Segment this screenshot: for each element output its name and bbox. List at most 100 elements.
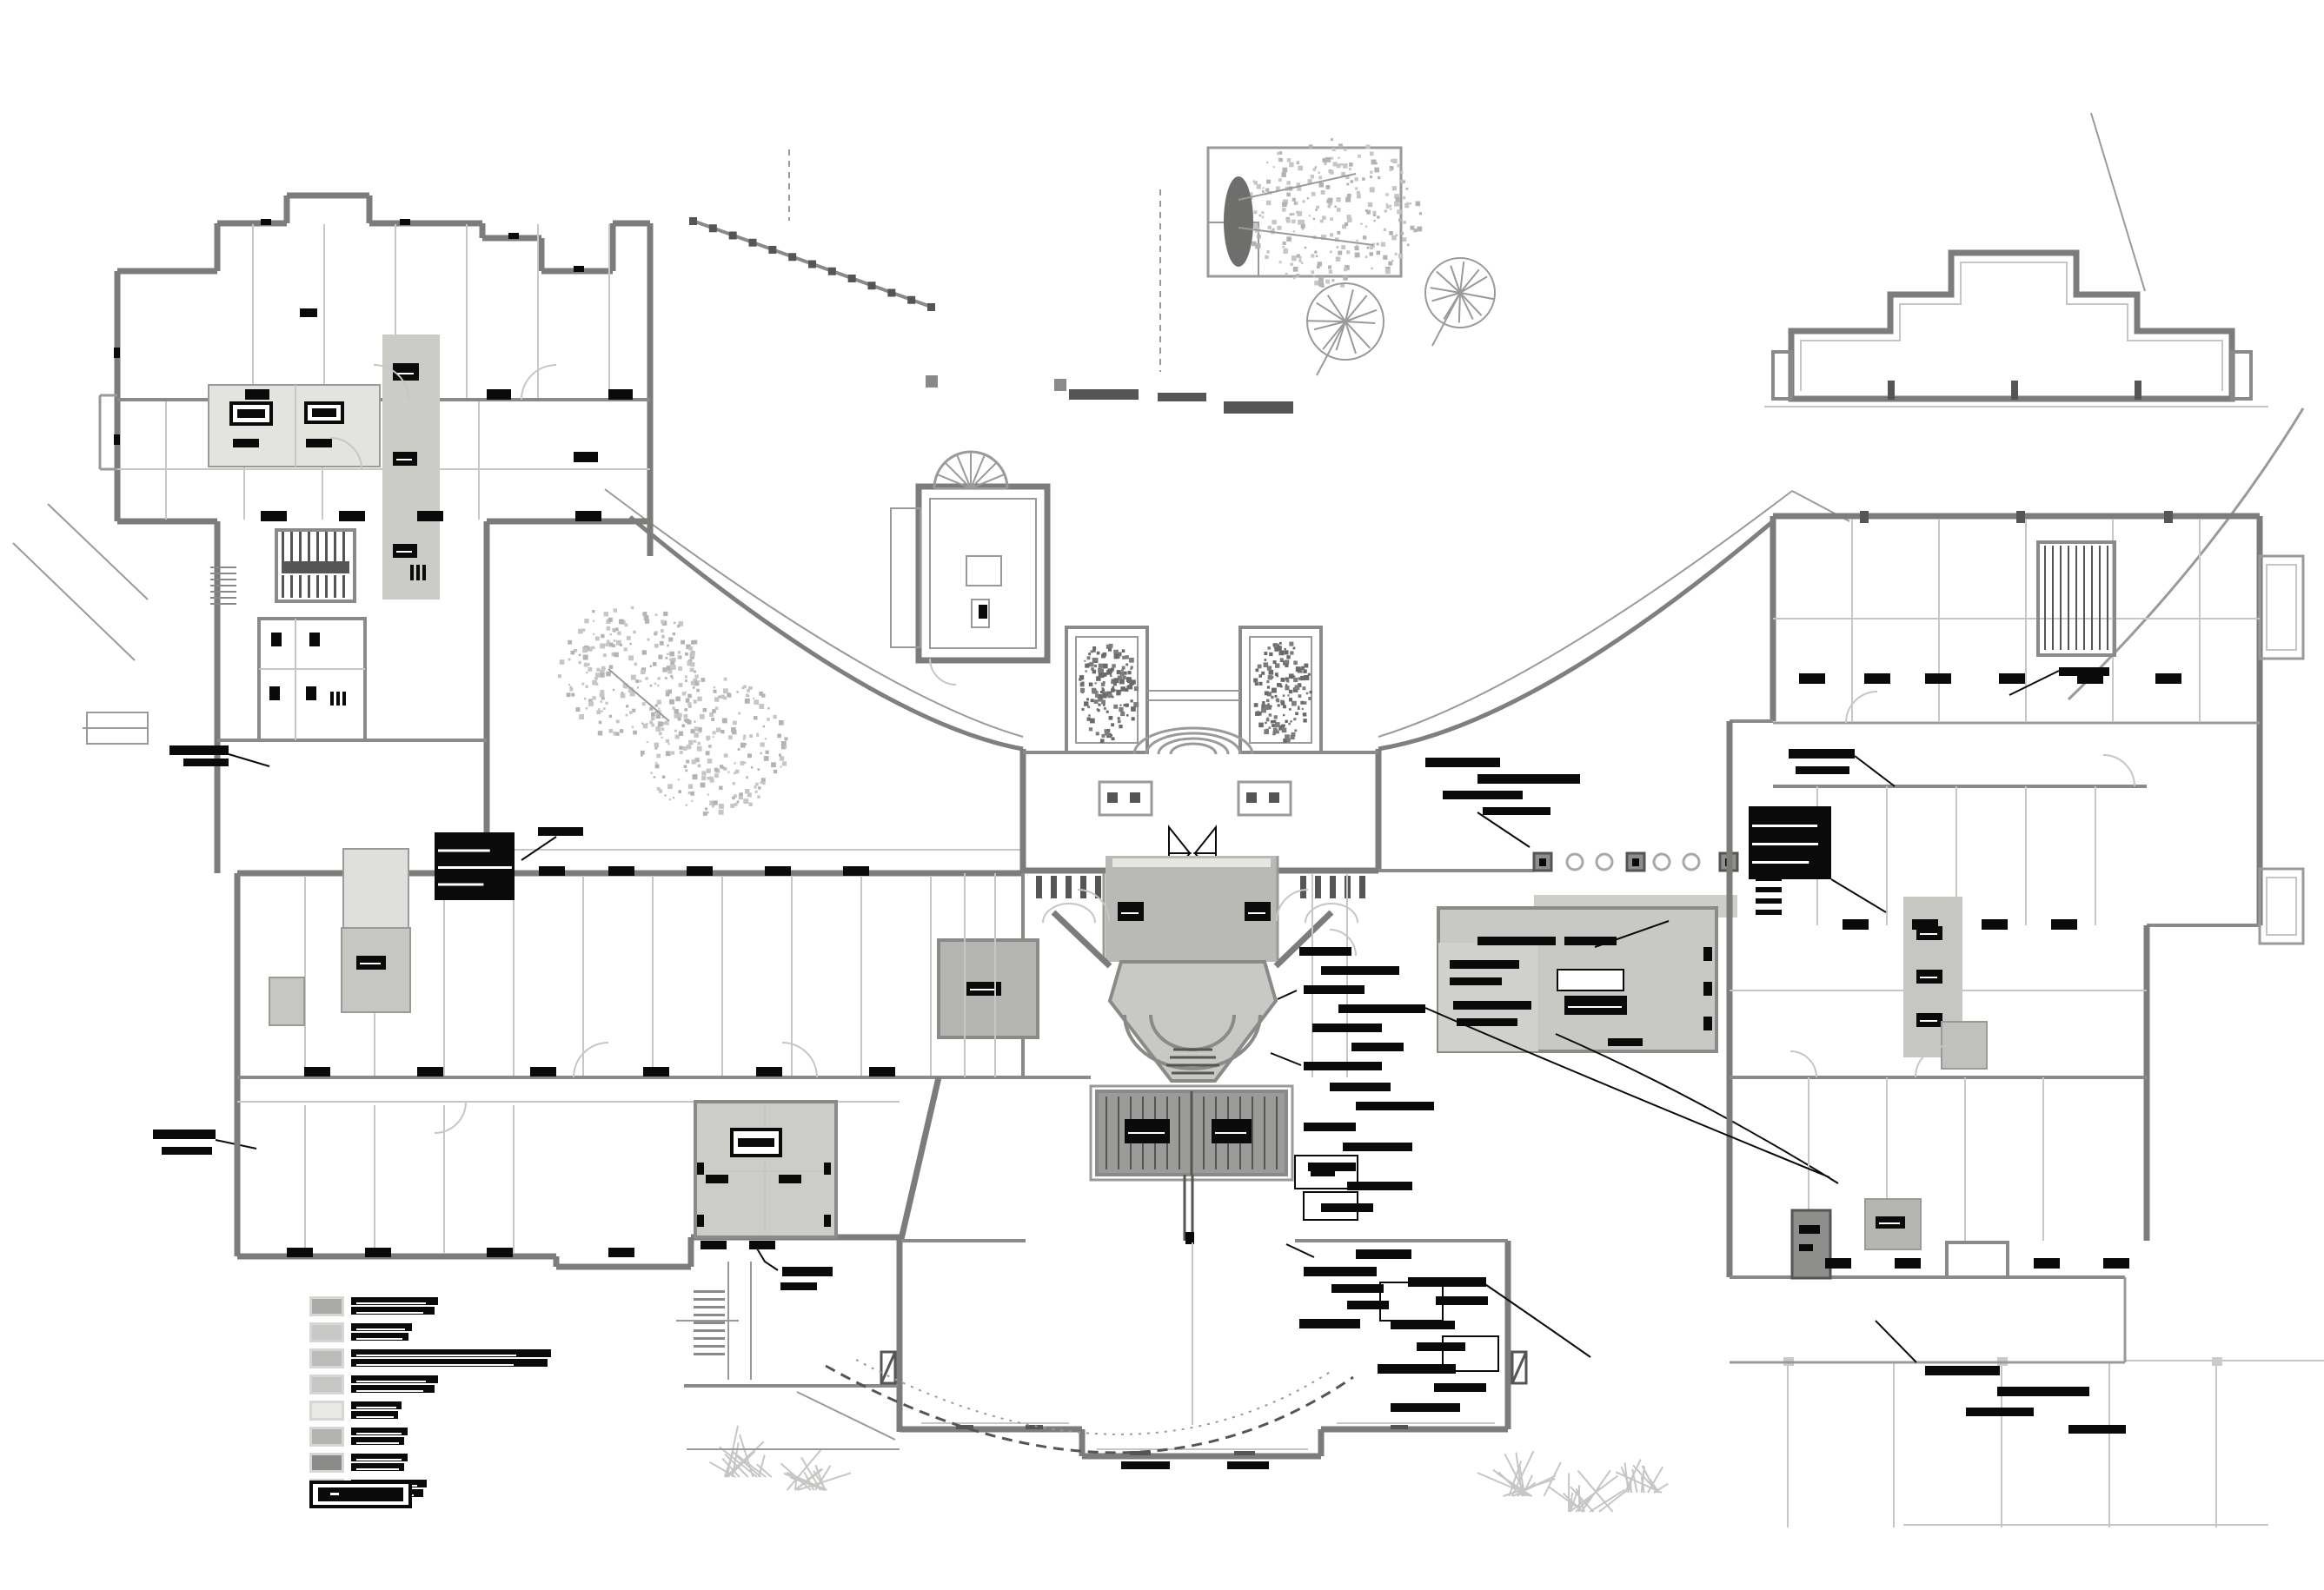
annotation-text-bar (538, 827, 583, 836)
trellis-speckle (1127, 671, 1132, 675)
trellis-speckle (1116, 670, 1121, 675)
tree-foliage-dot (694, 680, 700, 686)
tree-foliage-dot (667, 689, 673, 694)
tree-foliage-dot (780, 745, 787, 750)
tree-foliage-dot (1272, 166, 1275, 169)
tree-foliage-dot (1391, 186, 1398, 191)
trellis-speckle (1095, 732, 1099, 736)
trellis-speckle (1120, 679, 1125, 684)
trellis-speckle (1285, 734, 1290, 739)
trellis-speckle (1262, 701, 1265, 705)
tree-foliage-dot (754, 716, 758, 720)
hatch-bar (304, 876, 306, 1076)
legend-item-zone-4 (309, 1375, 551, 1395)
annotation-text-bar (1925, 673, 1951, 684)
tree-foliage-dot (680, 656, 682, 659)
trellis-speckle (1125, 663, 1129, 666)
annotation-text-bar (306, 439, 332, 447)
fence-tick (867, 282, 876, 290)
trellis-speckle (1102, 652, 1107, 657)
tree-foliage-dot (578, 653, 581, 657)
tree-foliage-dot (603, 612, 609, 617)
annotation-text-bar (1443, 791, 1523, 799)
tree-foliage-dot (723, 753, 728, 758)
tree-foliage-dot (661, 629, 664, 633)
trellis-speckle (1130, 667, 1132, 670)
annotation-text-bar (608, 1248, 634, 1257)
tree-foliage-dot (777, 733, 781, 739)
tree-foliage-dot (1265, 200, 1272, 206)
tree-foliage-dot (691, 682, 694, 686)
tree-foliage-dot (557, 674, 561, 679)
trellis-speckle (1255, 668, 1259, 672)
trellis-speckle (1263, 662, 1269, 668)
tree-foliage-dot (721, 718, 727, 724)
grass-blade (803, 1471, 815, 1491)
tree-foliage-dot (694, 670, 696, 673)
tree-foliage-dot (678, 621, 684, 626)
trellis-speckle (1084, 659, 1086, 662)
door-swing-arc (1276, 889, 1309, 922)
hatch-bar (1330, 876, 1336, 898)
trellis-speckle (1111, 723, 1114, 727)
trellis-speckle (1100, 682, 1106, 686)
trellis-speckle (1283, 724, 1285, 727)
tree-foliage-dot (568, 658, 571, 661)
trellis-speckle (1110, 733, 1112, 737)
tree-foliage-dot (719, 803, 724, 809)
tree-foliage-dot (1365, 144, 1371, 149)
tree-foliage-dot (1344, 222, 1349, 227)
tree-foliage-dot (714, 697, 720, 702)
tree-foliage-dot (661, 727, 665, 732)
trellis-speckle (1300, 675, 1305, 681)
tree-foliage-dot (662, 667, 667, 672)
tread-bar (694, 1306, 725, 1308)
trellis-speckle (1280, 658, 1284, 661)
spiral-stair-spoke (970, 454, 986, 489)
tree-foliage-dot (578, 660, 581, 665)
hatch-bar (2025, 786, 2027, 925)
tree-foliage-dot (592, 609, 595, 613)
tree-foliage-dot (656, 699, 661, 705)
trellis-speckle (1112, 737, 1115, 741)
trellis-speckle (1119, 706, 1124, 712)
tread-bar (1756, 898, 1782, 904)
tree-foliage-dot (1300, 223, 1305, 229)
trellis-speckle (1271, 687, 1277, 693)
grass-blade (1569, 1490, 1579, 1513)
pinwheel-tree-spoke (1459, 292, 1483, 316)
tree-foliage-dot (763, 756, 769, 761)
tree-foliage-dot (587, 662, 590, 666)
legend-item-zone-2 (309, 1322, 551, 1342)
legend-item-zone-7 (309, 1453, 551, 1473)
tree-foliage-dot (1343, 268, 1348, 272)
tread-bar (694, 1345, 725, 1348)
tree-foliage-dot (694, 732, 699, 738)
annotation-text-bar (1789, 749, 1855, 759)
tree-foliage-dot (1332, 162, 1338, 167)
tree-foliage-dot (712, 731, 716, 735)
annotation-text-gap (396, 373, 414, 374)
tree-foliage-dot (1331, 148, 1336, 152)
tree-foliage-dot (626, 705, 629, 708)
trellis-speckle (1270, 719, 1274, 724)
annotation-text-bar (1895, 1258, 1921, 1269)
hatch-bar (342, 532, 345, 563)
tree-foliage-dot (671, 657, 676, 662)
tree-foliage-dot (677, 651, 681, 654)
tree-foliage-dot (1312, 275, 1316, 278)
tree-foliage-dot (1384, 268, 1391, 275)
hatch-bar (1808, 1077, 1809, 1241)
hatch-bar (582, 876, 584, 1076)
tree-foliage-dot (784, 737, 788, 741)
room-label-text (312, 408, 336, 417)
tree-foliage-dot (582, 647, 588, 653)
tree-foliage-dot (602, 653, 607, 658)
tree-foliage-dot (688, 646, 694, 651)
tree-foliage-dot (1398, 254, 1404, 259)
entrance-center-layer-rect (1246, 792, 1257, 803)
entrance-center-layer-path (825, 1364, 1354, 1454)
tree-foliage-dot (1385, 193, 1389, 196)
tree-foliage-dot (1365, 209, 1368, 213)
hatch-bar (252, 224, 254, 398)
